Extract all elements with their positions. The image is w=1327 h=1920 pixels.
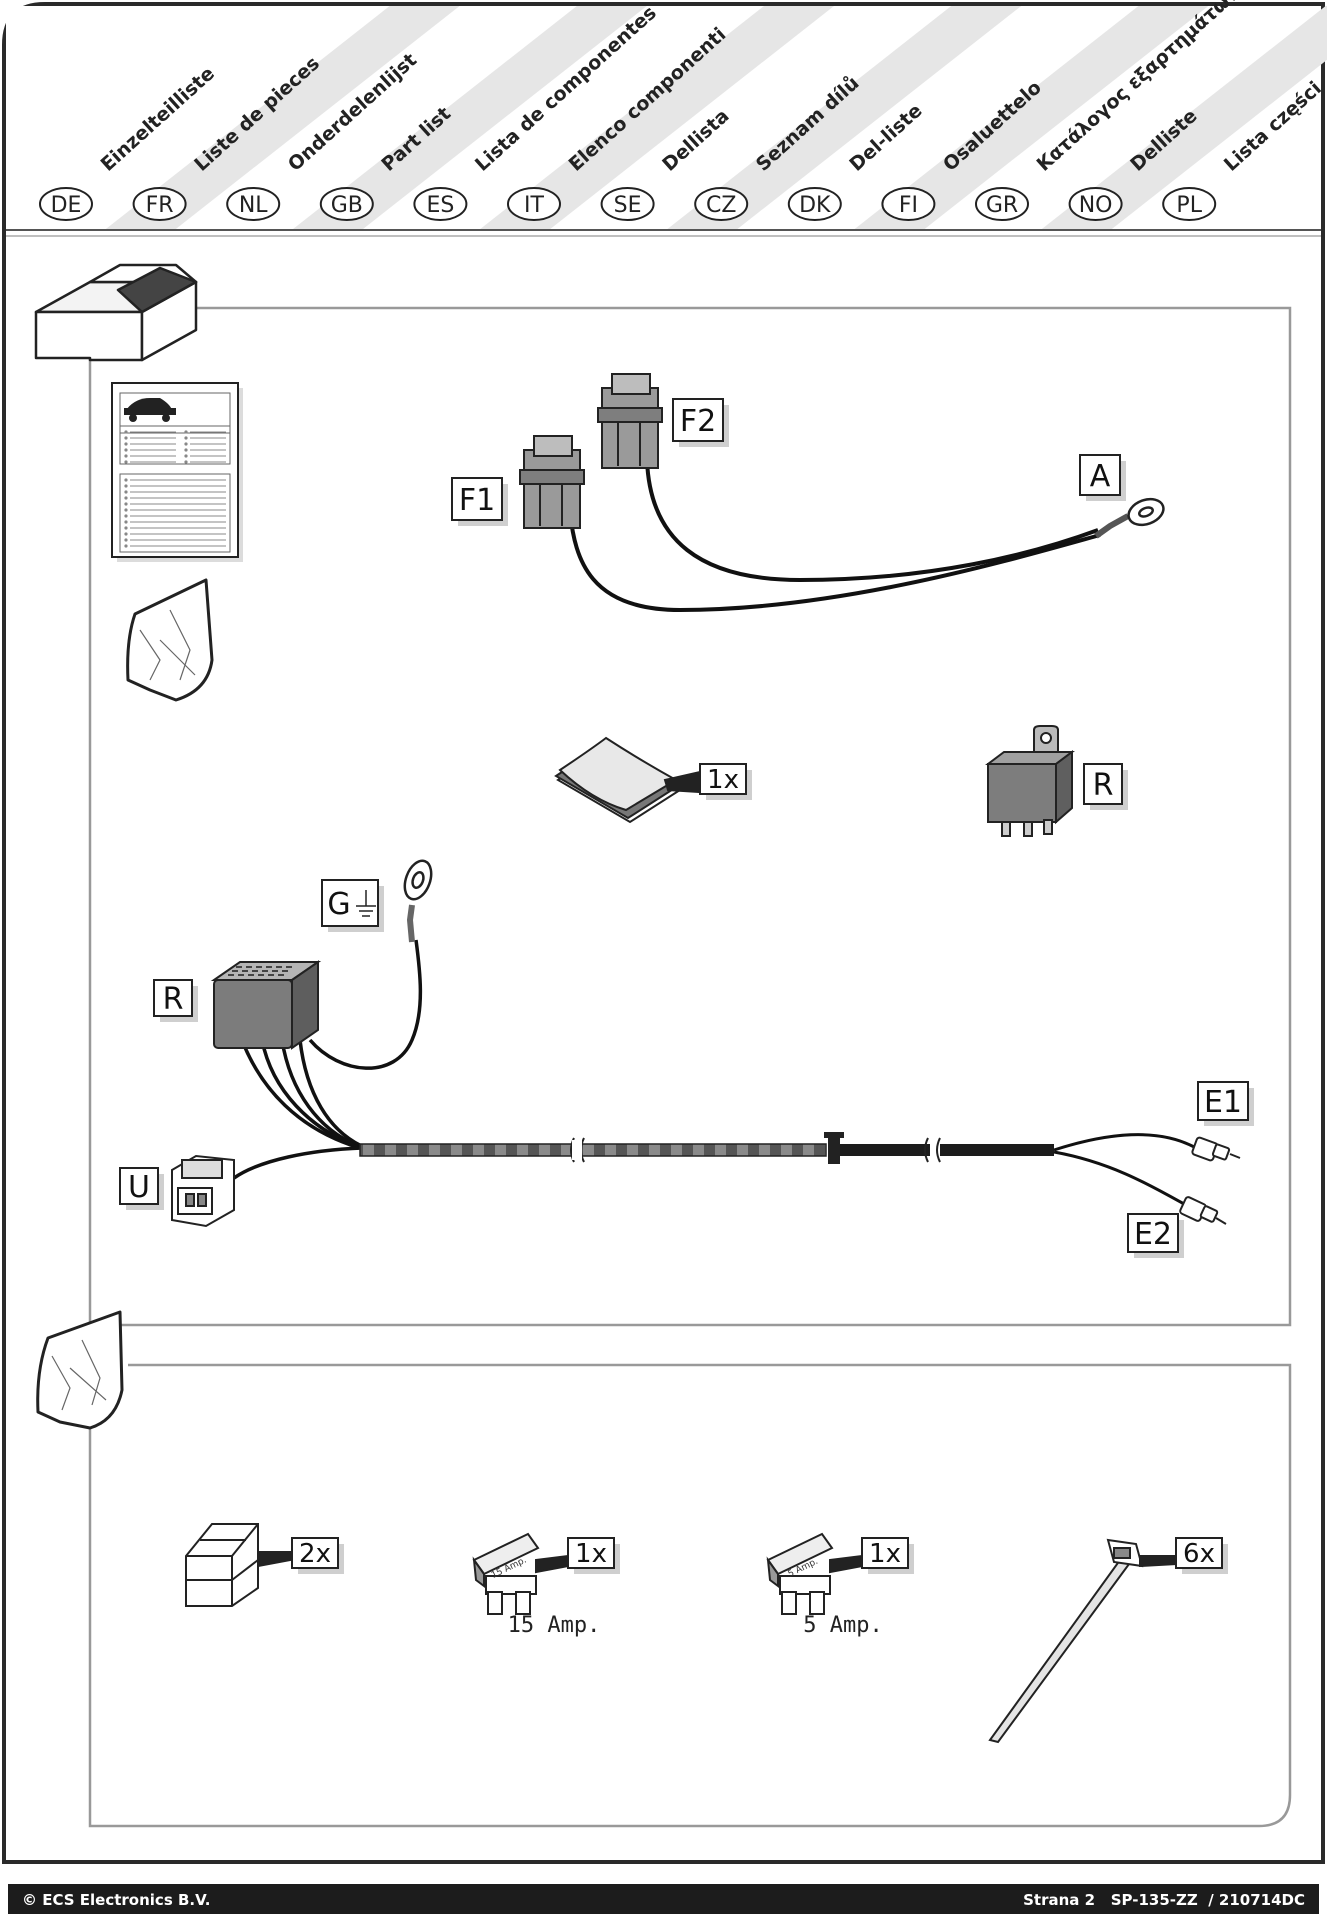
header-stripe	[1041, 6, 1327, 230]
fuse-15-amp-icon	[472, 1532, 569, 1615]
language-code: PL	[1176, 193, 1202, 218]
language-code-badge	[600, 187, 655, 221]
header-stripe	[479, 6, 834, 230]
small-part-qty-4: 6x	[1175, 1537, 1228, 1574]
relay-icon	[985, 725, 1075, 837]
striped-cable	[359, 1143, 827, 1157]
connector-u	[171, 1154, 235, 1228]
fuse-holder-f1	[519, 435, 585, 529]
small-parts-panel	[88, 1363, 1292, 1828]
label-u-text: U	[128, 1170, 150, 1205]
label-sticker-qty-text: 1x	[707, 765, 739, 795]
language-code-badge	[132, 187, 187, 221]
label-e2-text: E2	[1134, 1217, 1172, 1252]
language-code-badge	[226, 187, 281, 221]
label-r-relay: R	[1083, 763, 1128, 810]
language-code: DE	[51, 193, 82, 218]
language-code-badge	[1068, 187, 1123, 221]
label-e1: E1	[1197, 1081, 1254, 1126]
footer-document-id: Strana 2 SP-135-ZZ / 210714DC	[1023, 1891, 1305, 1909]
language-code: IT	[524, 193, 544, 218]
language-code-badge	[694, 187, 749, 221]
language-code: SE	[614, 193, 642, 218]
language-code: FI	[899, 193, 918, 218]
language-code: GR	[986, 193, 1018, 218]
plastic-bag-icon	[126, 578, 214, 702]
language-code: NO	[1079, 193, 1113, 218]
header-stripe	[853, 6, 1208, 230]
connector-e1	[1191, 1136, 1241, 1162]
control-module	[210, 960, 322, 1050]
label-f1: F1	[451, 477, 508, 526]
box-icon	[34, 263, 198, 362]
connector-housing-icon	[185, 1523, 291, 1607]
label-r-relay-text: R	[1093, 768, 1114, 803]
language-code-badge	[507, 187, 561, 221]
label-sticker-qty: 1x	[699, 763, 752, 800]
language-code: FR	[146, 193, 174, 218]
small-part-qty-4-text: 6x	[1183, 1539, 1215, 1569]
module-wiring-harness	[171, 859, 1241, 1228]
header-stripe	[292, 6, 647, 230]
language-code-badge	[881, 187, 936, 221]
label-a: A	[1079, 454, 1126, 501]
header-stripe	[105, 6, 460, 230]
fuse-holder-cable-assembly	[519, 373, 1165, 613]
sticker-sheet-icon	[554, 736, 701, 824]
header-stripe	[666, 6, 1021, 230]
fuse-5-amp-icon	[766, 1532, 863, 1615]
label-r-module-text: R	[163, 982, 184, 1017]
instruction-document-icon	[111, 382, 243, 562]
label-a-text: A	[1090, 459, 1111, 494]
small-part-qty-3: 1x	[861, 1537, 914, 1574]
black-cable	[840, 1144, 1054, 1156]
language-code: ES	[426, 193, 454, 218]
label-f2-text: F2	[680, 404, 716, 439]
fuse-5-amp-caption: 5 Amp.	[803, 1613, 882, 1638]
kit-panel	[88, 306, 1292, 1327]
language-code-badge	[319, 187, 374, 221]
label-f2: F2	[672, 398, 729, 447]
label-g-text: G	[327, 887, 350, 922]
language-code: GB	[331, 193, 363, 218]
language-code-badge	[413, 187, 468, 221]
language-code-badge	[975, 187, 1029, 221]
small-part-qty-1-text: 2x	[299, 1539, 331, 1569]
fuse-holder-f2	[597, 373, 663, 469]
language-code: CZ	[706, 193, 736, 218]
connector-e2	[1179, 1196, 1227, 1225]
language-code: NL	[239, 193, 268, 218]
label-f1-text: F1	[459, 483, 495, 518]
plastic-bag-small-parts-icon	[36, 1310, 124, 1430]
label-e1-text: E1	[1204, 1085, 1242, 1120]
footer-copyright: © ECS Electronics B.V.	[22, 1891, 211, 1909]
small-part-qty-3-text: 1x	[869, 1539, 901, 1569]
ring-terminal-a	[1094, 497, 1165, 539]
language-code-badge	[39, 187, 93, 221]
small-part-qty-2-text: 1x	[575, 1539, 607, 1569]
cable-tie-icon	[988, 1538, 1177, 1744]
label-r-module: R	[153, 979, 198, 1022]
language-code: DK	[799, 193, 831, 218]
small-part-qty-2: 1x	[567, 1537, 620, 1574]
language-code-badge	[787, 187, 842, 221]
fuse-15-amp-caption: 15 Amp.	[508, 1613, 601, 1638]
label-e2: E2	[1127, 1213, 1184, 1258]
label-u: U	[119, 1167, 164, 1210]
footer-bar: © ECS Electronics B.V. Strana 2 SP-135-Z…	[8, 1884, 1319, 1914]
small-part-qty-1: 2x	[291, 1537, 344, 1574]
label-g-ground: G	[321, 879, 384, 932]
language-code-badge	[1162, 187, 1217, 221]
ground-ring-terminal	[403, 859, 433, 943]
